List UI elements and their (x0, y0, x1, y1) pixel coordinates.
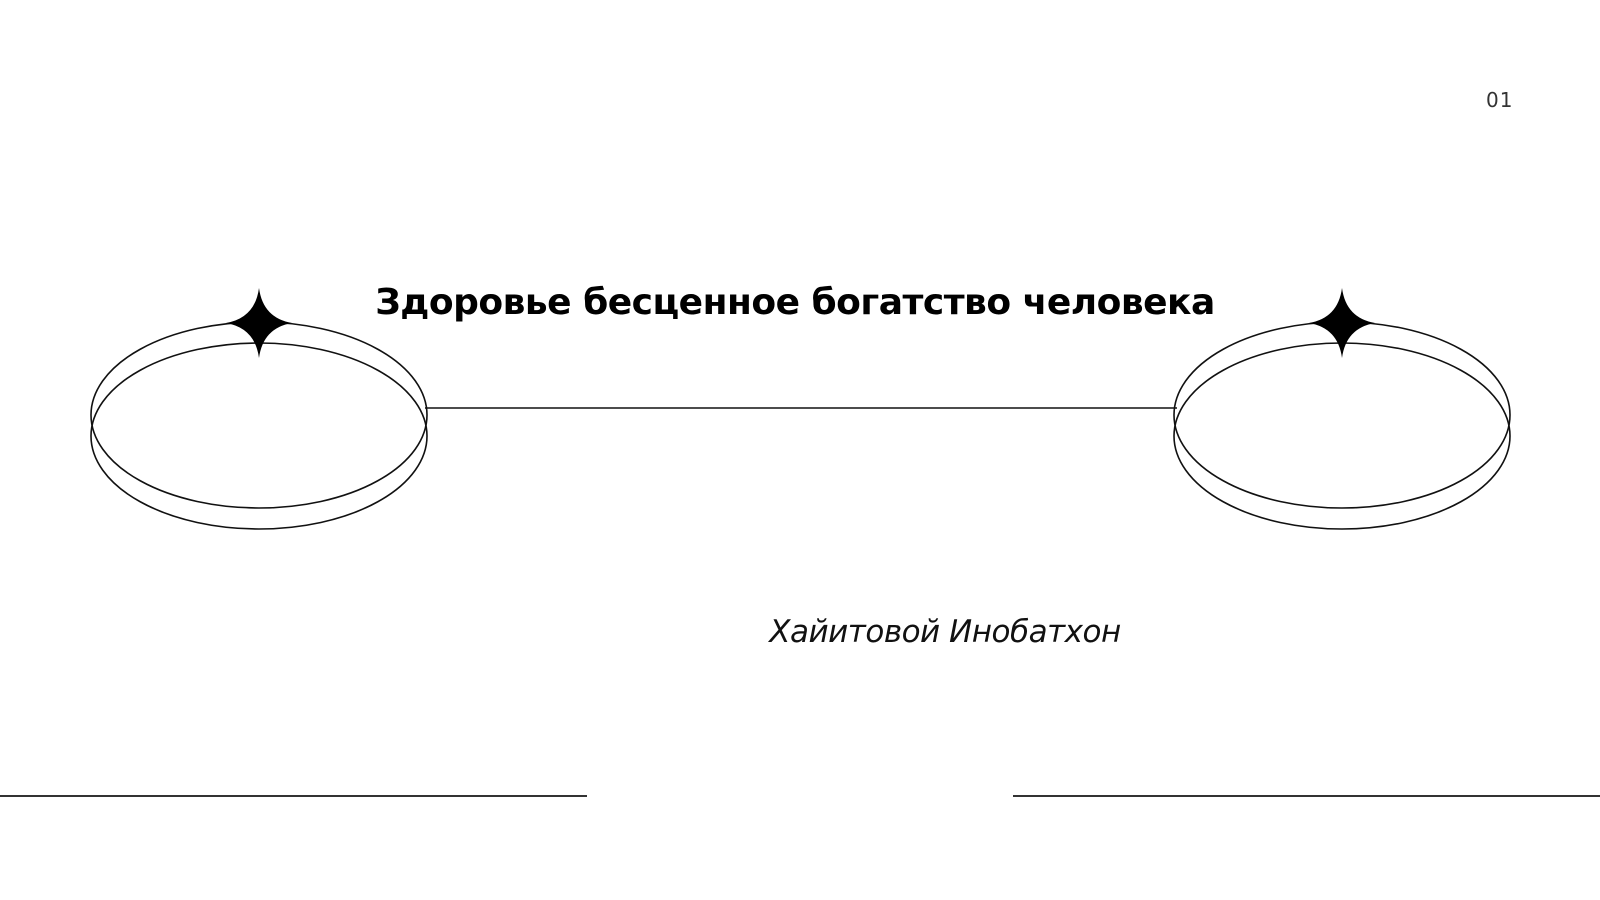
left-orbit-ring-icon (90, 288, 428, 530)
bottom-divider-left (0, 795, 587, 797)
bottom-divider-right (1013, 795, 1600, 797)
right-orbit-ring-icon (1173, 288, 1511, 530)
slide-title: Здоровье бесценное богатство человека (375, 282, 1215, 323)
right-sparkle-icon (1309, 288, 1375, 358)
left-sparkle-icon (226, 288, 292, 358)
page-number: 01 (1486, 88, 1514, 112)
author-name: Хайитовой Инобатхон (769, 614, 1121, 650)
